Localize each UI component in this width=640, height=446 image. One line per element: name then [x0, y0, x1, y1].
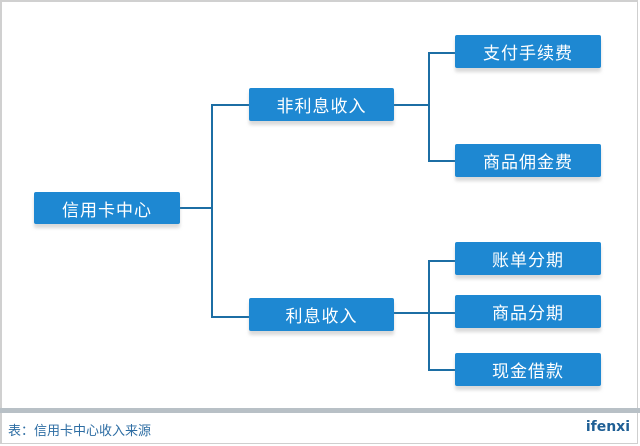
connector-root-vertical [211, 104, 213, 318]
connector-b1-c1 [428, 52, 455, 54]
connector-branch-2 [211, 316, 249, 318]
connector-b1-c2 [428, 160, 455, 162]
node-commission-fee: 商品佣金费 [455, 144, 601, 177]
node-interest-income: 利息收入 [249, 298, 394, 331]
node-payment-fee: 支付手续费 [455, 35, 601, 68]
connector-b1-vertical [428, 52, 430, 162]
connector-b2-out [394, 312, 455, 314]
connector-b2-vertical [428, 260, 430, 370]
footer-divider [0, 408, 640, 413]
connector-b1-out [394, 104, 429, 106]
node-bill-installment: 账单分期 [455, 242, 601, 275]
node-goods-installment: 商品分期 [455, 295, 601, 328]
org-diagram: 信用卡中心 非利息收入 利息收入 支付手续费 商品佣金费 账单分期 商品分期 现… [34, 35, 601, 386]
connector-root [180, 207, 212, 209]
node-root: 信用卡中心 [34, 192, 180, 224]
node-non-interest-income: 非利息收入 [249, 88, 394, 121]
connector-b2-c3 [428, 369, 455, 371]
brand-logo: ifenxi [585, 419, 630, 435]
node-cash-loan: 现金借款 [455, 353, 601, 386]
footer: 表：信用卡中心收入来源 ifenxi [0, 413, 640, 446]
connector-b2-c1 [428, 260, 455, 262]
figure-caption: 表：信用卡中心收入来源 [8, 424, 152, 439]
connector-branch-1 [211, 104, 249, 106]
